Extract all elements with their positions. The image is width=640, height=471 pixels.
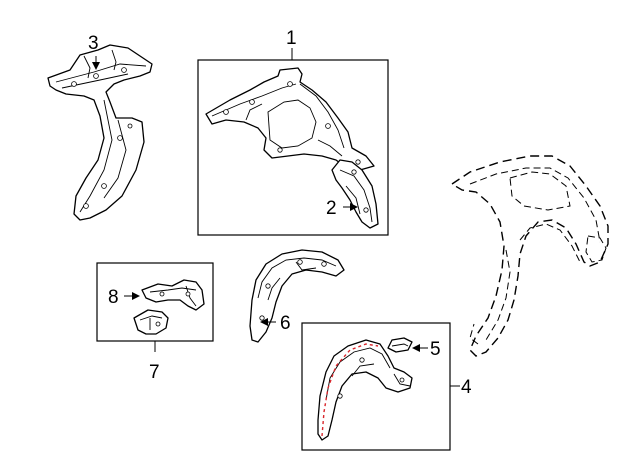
callout-2: 2 [326,198,337,219]
part-8-bracket [141,279,205,311]
arrowhead-3 [92,62,100,70]
arrowhead-8 [132,292,140,300]
part-4-weld-seam-highlight [321,343,379,437]
callout-6: 6 [280,313,291,334]
part-4-outer-wheelhouse [317,339,413,441]
callout-1: 1 [286,28,297,49]
callout-4: 4 [461,377,472,398]
part-5-patch [387,337,413,353]
box-parts-1-2 [197,59,389,236]
part-1-quarter-inner-panel [205,67,375,171]
part-2-wheelhouse-extension [331,159,379,229]
arrowhead-2 [350,203,358,211]
arrowhead-5 [412,344,420,352]
callout-3: 3 [88,33,99,54]
body-side-ghost-outline [450,155,609,357]
part-7-lower-bracket [133,309,169,335]
callout-5: 5 [430,339,441,360]
arrowhead-6 [260,318,268,326]
callout-8: 8 [108,287,119,308]
part-6-inner-wheelhouse [249,249,345,343]
callout-7: 7 [149,362,160,383]
part-3-pillar [47,44,153,221]
